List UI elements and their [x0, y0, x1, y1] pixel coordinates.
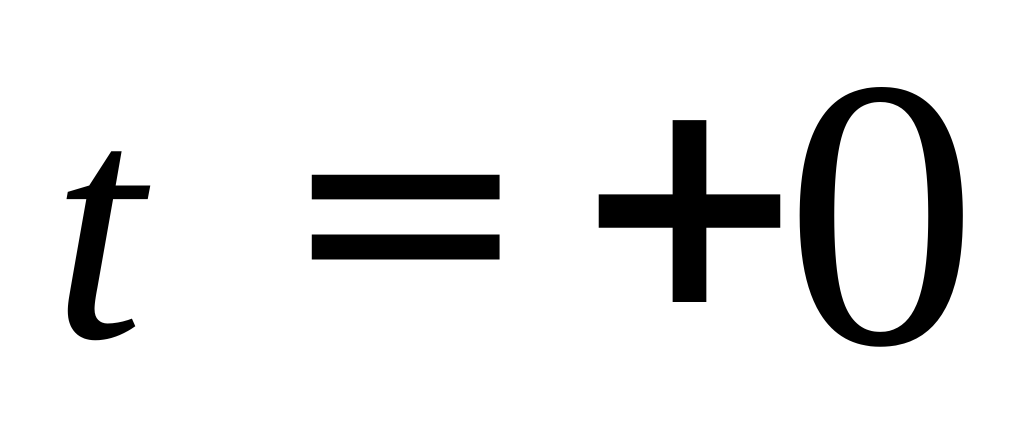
value-zero: 0: [785, 1, 978, 427]
variable-t: t: [52, 44, 144, 409]
plus-sign: +: [568, 34, 811, 371]
equals-sign: =: [280, 33, 532, 382]
